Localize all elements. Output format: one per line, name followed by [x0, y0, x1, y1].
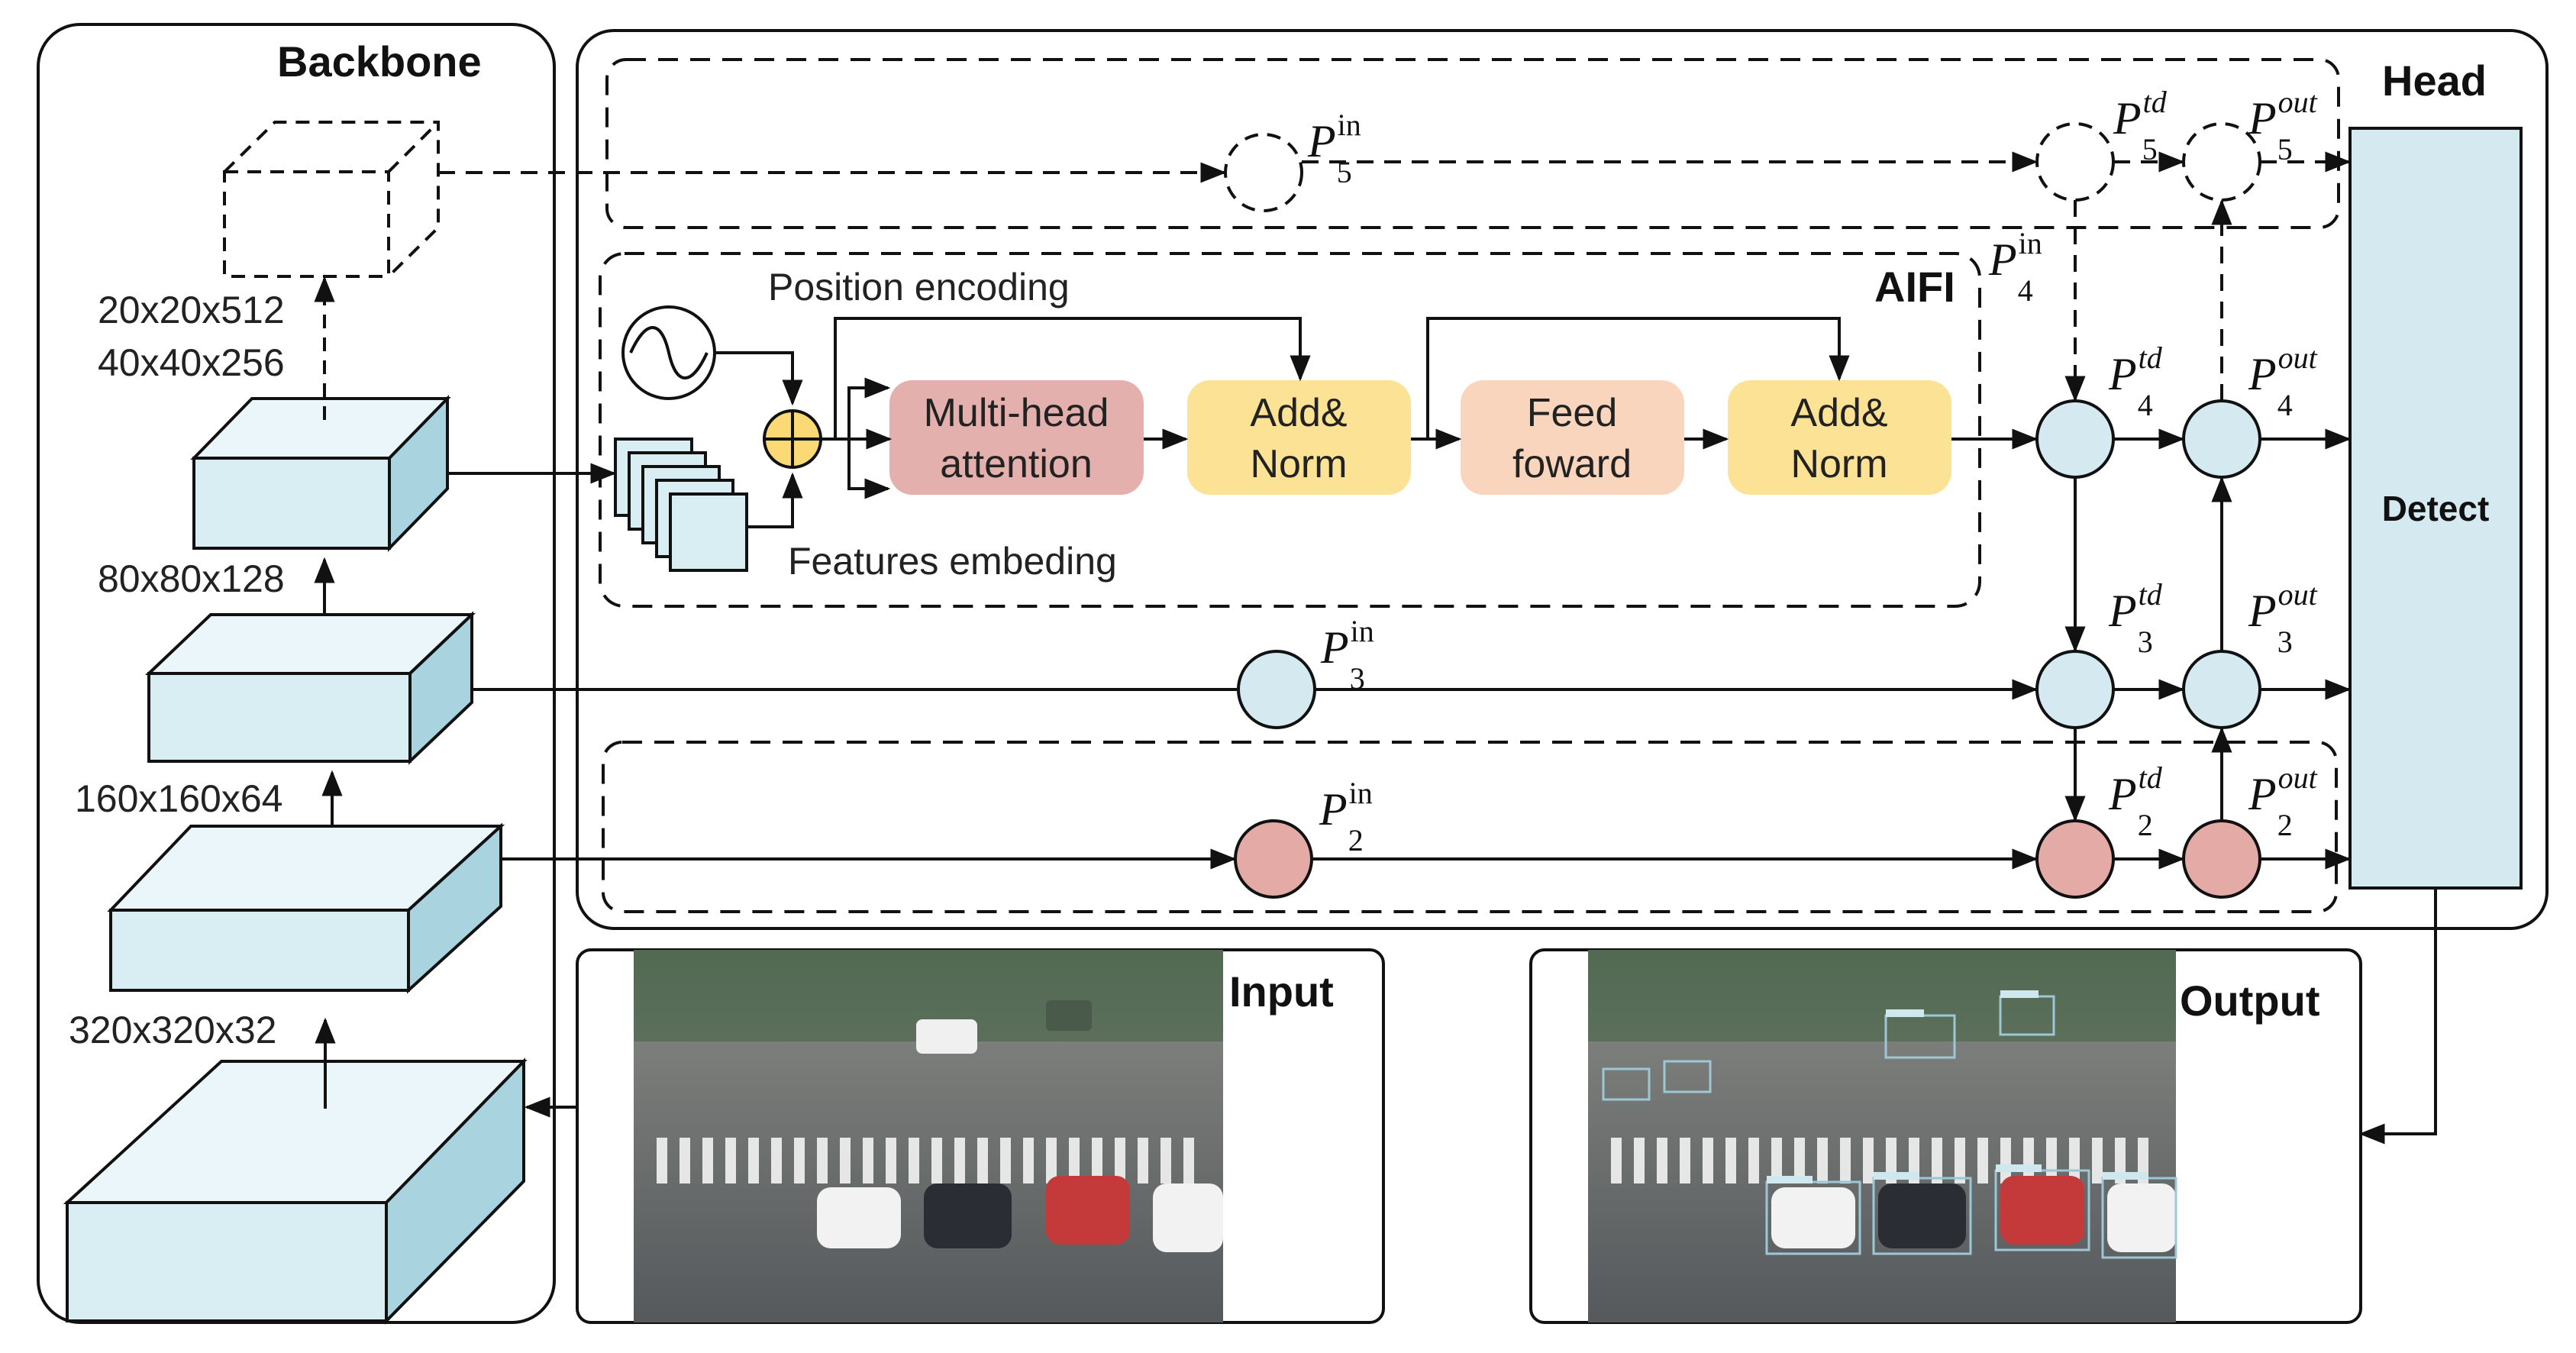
- node-p2-out: [2182, 819, 2261, 899]
- fpn-nodes: [1224, 122, 2261, 899]
- feed-forward-label-1: Feed: [1527, 391, 1618, 435]
- detect-block: [2348, 127, 2523, 890]
- backbone-arrows: [314, 276, 343, 1109]
- backbone-panel: Backbone: [37, 23, 556, 1325]
- add-norm-2-label-1: Add&: [1790, 391, 1887, 435]
- node-p5-in: [1224, 133, 1303, 212]
- backbone-title: Backbone: [277, 37, 482, 86]
- node-p3-in: [1237, 650, 1316, 729]
- features-embedding-label: Features embeding: [788, 540, 1117, 583]
- head-panel: Head Detect AIFI Position enc: [438, 29, 2549, 1145]
- size-label-40x40x256: 40x40x256: [98, 341, 285, 384]
- detect-label: Detect: [2382, 489, 2490, 528]
- node-p2-in: [1234, 819, 1313, 899]
- node-p3-out: [2182, 650, 2261, 729]
- size-label-320x320x32: 320x320x32: [69, 1009, 276, 1051]
- aifi-connectors: [715, 317, 1850, 528]
- backbone-block-2: [107, 822, 505, 994]
- size-label-80x80x128: 80x80x128: [98, 557, 285, 600]
- add-norm-2-label-2: Norm: [1790, 442, 1887, 486]
- multihead-attention-block: [889, 380, 1144, 495]
- traffic-photo-output: [1588, 950, 2177, 1322]
- node-p4-out: [2182, 399, 2261, 479]
- size-label-160x160x64: 160x160x64: [75, 777, 282, 820]
- add-norm-1-label-1: Add&: [1250, 391, 1347, 435]
- aifi-title: AIFI: [1874, 263, 1955, 311]
- size-label-20x20x512: 20x20x512: [98, 289, 285, 331]
- multihead-label-1: Multi-head: [924, 391, 1109, 435]
- traffic-photo-input: [634, 950, 1223, 1322]
- p2-region: [602, 741, 2338, 913]
- backbone-block-1: [63, 1058, 528, 1325]
- output-panel: Output: [1529, 948, 2362, 1324]
- add-norm-block-1: [1187, 380, 1411, 495]
- feed-forward-label-2: foward: [1512, 442, 1632, 486]
- sine-wave-icon: [621, 305, 716, 400]
- add-norm-1-label-2: Norm: [1250, 442, 1347, 486]
- node-p3-td: [2035, 650, 2115, 729]
- output-label: Output: [2180, 977, 2319, 1025]
- feature-cube-dashed: [223, 121, 440, 278]
- feed-forward-block: [1461, 380, 1684, 495]
- node-p2-td: [2035, 819, 2115, 899]
- node-p4-td: [2035, 399, 2115, 479]
- add-norm-block-2: [1728, 380, 1951, 495]
- multihead-label-2: attention: [940, 442, 1093, 486]
- backbone-block-4: [190, 395, 451, 552]
- p5-region: [605, 58, 2340, 229]
- node-p5-td: [2035, 122, 2115, 202]
- stacked-squares-icon: [614, 438, 748, 572]
- input-label: Input: [1229, 967, 1334, 1016]
- position-encoding-label: Position encoding: [768, 266, 1070, 308]
- head-title: Head: [2382, 57, 2487, 105]
- input-panel: Input: [576, 948, 1385, 1324]
- aifi-region: [599, 252, 1981, 608]
- plus-circle-icon: [763, 409, 822, 469]
- backbone-block-3: [144, 611, 476, 765]
